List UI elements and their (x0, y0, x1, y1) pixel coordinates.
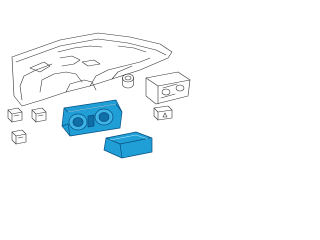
climate-control[interactable] (145, 71, 191, 105)
switch-3[interactable] (11, 129, 27, 145)
switch-1[interactable] (7, 107, 23, 123)
parts-diagram (7, 32, 191, 159)
hazard-switch[interactable] (153, 105, 173, 121)
cluster-lens[interactable] (103, 131, 153, 159)
instrument-cluster[interactable] (61, 99, 123, 137)
instrument-panel[interactable] (11, 32, 173, 107)
parts-diagram-svg (7, 32, 191, 159)
knob[interactable] (122, 73, 134, 89)
switch-2[interactable] (31, 107, 47, 123)
